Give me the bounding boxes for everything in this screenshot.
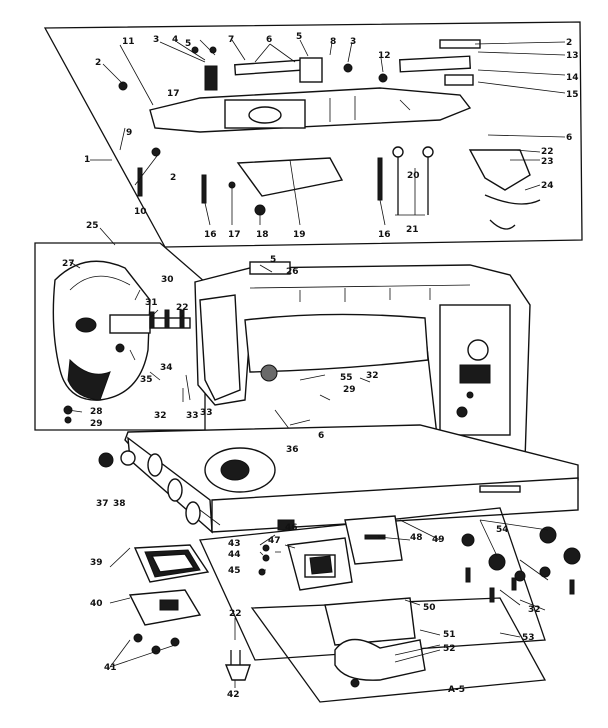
part-label: 44 bbox=[228, 550, 241, 560]
part-label: 49 bbox=[432, 535, 445, 545]
part-label: 24 bbox=[541, 181, 554, 191]
part-label: 33 bbox=[200, 408, 213, 418]
part-label: 1 bbox=[84, 155, 90, 165]
part-label: 9 bbox=[126, 128, 132, 138]
part-label: 2 bbox=[170, 173, 176, 183]
part-label: 51 bbox=[443, 630, 456, 640]
part-label: 6 bbox=[266, 35, 272, 45]
part-label: 17 bbox=[228, 230, 241, 240]
bottom-left-parts bbox=[98, 450, 251, 681]
part-label: 19 bbox=[293, 230, 306, 240]
part-label: 55 bbox=[340, 373, 353, 383]
part-label: 13 bbox=[566, 51, 579, 61]
part-label: 28 bbox=[90, 407, 103, 417]
part-label: 32 bbox=[366, 371, 379, 381]
part-label: 15 bbox=[566, 90, 579, 100]
part-label: 3 bbox=[153, 35, 159, 45]
part-label: 4 bbox=[172, 35, 178, 45]
part-label: 10 bbox=[134, 207, 147, 217]
part-label: 38 bbox=[113, 499, 126, 509]
part-label: 46 bbox=[285, 523, 298, 533]
part-label: 18 bbox=[256, 230, 269, 240]
part-label: 5 bbox=[296, 32, 302, 42]
part-label: 39 bbox=[90, 558, 103, 568]
part-label: 6 bbox=[566, 133, 572, 143]
part-label: 32 bbox=[528, 605, 541, 615]
part-label: 25 bbox=[86, 221, 99, 231]
part-label: 22 bbox=[229, 609, 242, 619]
part-labels: 2 11 3 4 5 7 6 5 8 3 12 2 13 14 15 17 6 … bbox=[62, 32, 579, 700]
leader-lines bbox=[67, 39, 566, 688]
diagram-code: A-5 bbox=[448, 685, 465, 695]
bobbin-winder-panel bbox=[34, 242, 206, 431]
bed-feet bbox=[461, 526, 581, 603]
part-label: 16 bbox=[204, 230, 217, 240]
part-label: 54 bbox=[496, 525, 509, 535]
part-label: 27 bbox=[62, 259, 75, 269]
part-label: 48 bbox=[410, 533, 423, 543]
part-label: 37 bbox=[96, 499, 109, 509]
part-label: 30 bbox=[161, 275, 174, 285]
part-label: 34 bbox=[160, 363, 173, 373]
part-label: 12 bbox=[378, 51, 391, 61]
part-label: 50 bbox=[423, 603, 436, 613]
part-label: 33 bbox=[186, 411, 199, 421]
part-label: 3 bbox=[350, 37, 356, 47]
part-label: 22 bbox=[541, 147, 554, 157]
part-label: 29 bbox=[343, 385, 356, 395]
part-label: 47 bbox=[268, 536, 281, 546]
part-label: 42 bbox=[227, 690, 240, 700]
part-label: 22 bbox=[176, 303, 189, 313]
part-label: 8 bbox=[330, 37, 336, 47]
part-label: 11 bbox=[122, 37, 135, 47]
part-label: 7 bbox=[228, 35, 234, 45]
part-label: 6 bbox=[318, 431, 324, 441]
part-label: 2 bbox=[95, 58, 101, 68]
lower-parts-panel bbox=[199, 507, 547, 703]
part-label: 53 bbox=[522, 633, 535, 643]
part-label: 29 bbox=[90, 419, 103, 429]
part-label: 52 bbox=[443, 644, 456, 654]
part-label: 20 bbox=[407, 171, 420, 181]
part-label: 41 bbox=[104, 663, 117, 673]
part-label: 5 bbox=[185, 39, 191, 49]
part-label: 5 bbox=[270, 255, 276, 265]
part-label: 14 bbox=[566, 73, 579, 83]
part-label: 35 bbox=[140, 375, 153, 385]
part-label: 36 bbox=[286, 445, 299, 455]
part-label: 32 bbox=[154, 411, 167, 421]
part-label: 31 bbox=[145, 298, 158, 308]
part-label: 2 bbox=[566, 38, 572, 48]
part-label: 17 bbox=[167, 89, 180, 99]
part-label: 16 bbox=[378, 230, 391, 240]
part-label: 26 bbox=[286, 267, 299, 277]
part-label: 21 bbox=[406, 225, 419, 235]
part-label: 23 bbox=[541, 157, 554, 167]
machine-head bbox=[194, 261, 531, 463]
part-label: 43 bbox=[228, 539, 241, 549]
part-label: 45 bbox=[228, 566, 241, 576]
part-label: 40 bbox=[90, 599, 103, 609]
machine-bed bbox=[124, 424, 579, 534]
